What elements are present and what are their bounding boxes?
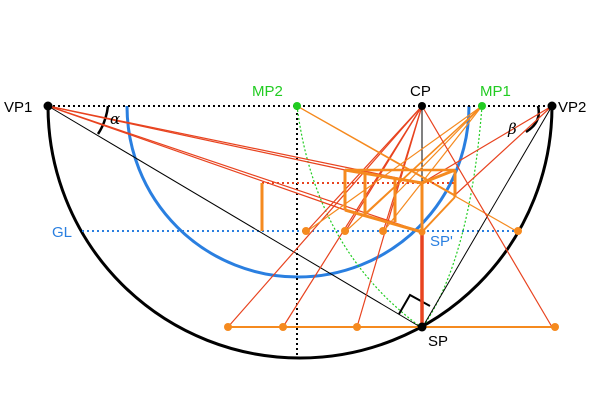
spprime-label: SP' bbox=[430, 233, 453, 250]
vp1-label: VP1 bbox=[4, 99, 32, 116]
vp2-label: VP2 bbox=[558, 99, 586, 116]
gl-points bbox=[302, 227, 522, 235]
alpha-label: α bbox=[110, 110, 120, 128]
sp-point bbox=[417, 322, 427, 332]
sp-label: SP bbox=[428, 333, 448, 350]
green-arc-mp2 bbox=[296, 105, 423, 329]
blue-semicircle bbox=[125, 105, 471, 279]
alpha-arc bbox=[96, 105, 110, 135]
vp2-point bbox=[547, 101, 557, 111]
viewing-semicircle bbox=[46, 105, 554, 360]
gl-label: GL bbox=[52, 224, 72, 241]
right-angle-mark bbox=[398, 293, 431, 315]
vp2-red-rays bbox=[421, 105, 553, 196]
mp1-label: MP1 bbox=[480, 83, 511, 100]
box-construction bbox=[260, 168, 457, 234]
beta-label: β bbox=[507, 120, 517, 138]
sp-line-points bbox=[224, 323, 559, 331]
mp1-point bbox=[478, 102, 486, 110]
vp1-to-sp-line bbox=[47, 105, 423, 329]
cp-label: CP bbox=[410, 83, 431, 100]
green-arc-mp1 bbox=[421, 105, 483, 329]
spprime-point bbox=[418, 228, 426, 236]
vp1-point bbox=[43, 101, 53, 111]
mp2-point bbox=[293, 102, 301, 110]
cp-red-rays bbox=[227, 105, 423, 328]
cp-point bbox=[418, 102, 426, 110]
mp2-label: MP2 bbox=[252, 83, 283, 100]
red-ray-right bbox=[421, 105, 553, 328]
